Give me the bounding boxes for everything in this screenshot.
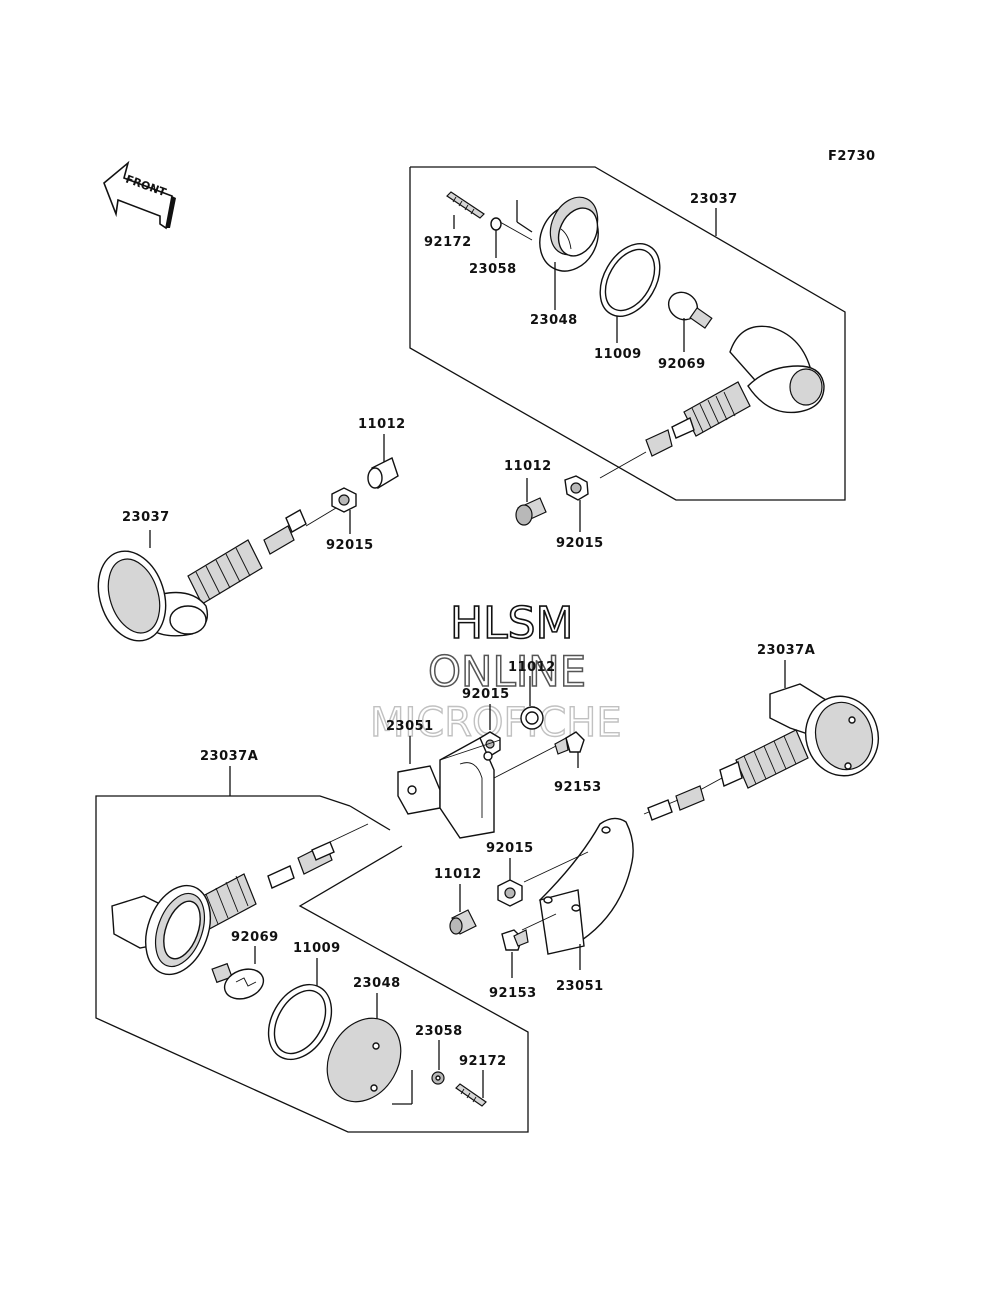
label-11012-top-right: 11012 [504, 459, 552, 474]
turn-signal-23037A-bottom [111, 841, 335, 976]
figure-code: F2730 [828, 149, 876, 164]
gasket-11009-bottom [267, 958, 333, 1061]
label-23037A-bottom-box: 23037A [200, 749, 258, 764]
label-92015-mid: 92015 [462, 687, 510, 702]
bracket-23051-low [521, 817, 634, 970]
bolt-92153-low [501, 929, 529, 978]
screw-92172-bottom [455, 1070, 487, 1107]
label-92015-top-right: 92015 [556, 536, 604, 551]
watermark-line2: ONLINE [428, 647, 586, 696]
bolt-92153-mid [493, 731, 585, 779]
label-23048-top: 23048 [530, 313, 578, 328]
label-92069-top: 92069 [658, 357, 706, 372]
bulb-92069-top [667, 291, 713, 352]
label-23037A-right: 23037A [757, 643, 815, 658]
label-11012-left: 11012 [358, 417, 406, 432]
bulb-92069-bottom [211, 946, 265, 1000]
lens-23048-top [539, 196, 599, 310]
nut-92015-top-right [564, 475, 589, 532]
gasket-11009-top [599, 243, 661, 343]
label-23037-top: 23037 [690, 192, 738, 207]
washer-23058-bottom [431, 1040, 445, 1085]
bottom-assembly-box [95, 795, 529, 1133]
front-arrow-icon: FRONT [103, 160, 176, 230]
lens-23048-bottom [326, 993, 413, 1105]
label-11012-mid: 11012 [508, 660, 556, 675]
screw-92172-top [446, 191, 485, 229]
label-23037-left: 23037 [122, 510, 170, 525]
label-92172-bottom: 92172 [459, 1054, 507, 1069]
bushing-11012-left [367, 434, 399, 490]
label-92153-low: 92153 [489, 986, 537, 1001]
label-23058-bottom: 23058 [415, 1024, 463, 1039]
bushing-11012-low [449, 884, 477, 935]
label-11009-top: 11009 [594, 347, 642, 362]
nut-92015-left [331, 487, 357, 534]
label-23048-bottom: 23048 [353, 976, 401, 991]
bushing-11012-top-right [515, 478, 547, 526]
bracket-23051-mid [397, 736, 501, 839]
label-92015-left: 92015 [326, 538, 374, 553]
watermark-line1: HLSM [450, 598, 574, 649]
label-92015-low: 92015 [486, 841, 534, 856]
bushing-11012-mid [520, 676, 544, 730]
label-92153-mid: 92153 [554, 780, 602, 795]
label-23051-mid: 23051 [386, 719, 434, 734]
turn-signal-23037-top [599, 325, 825, 479]
label-11009-bottom: 11009 [293, 941, 341, 956]
label-23058-top: 23058 [469, 262, 517, 277]
nut-92015-low [497, 858, 523, 907]
label-92172-top: 92172 [424, 235, 472, 250]
turn-signal-23037A-right [643, 683, 879, 821]
turn-signal-23037-left [97, 509, 307, 642]
washer-23058-top [490, 217, 533, 258]
label-92069-bottom: 92069 [231, 930, 279, 945]
label-11012-low: 11012 [434, 867, 482, 882]
label-23051-low: 23051 [556, 979, 604, 994]
top-assembly-box [409, 166, 846, 501]
